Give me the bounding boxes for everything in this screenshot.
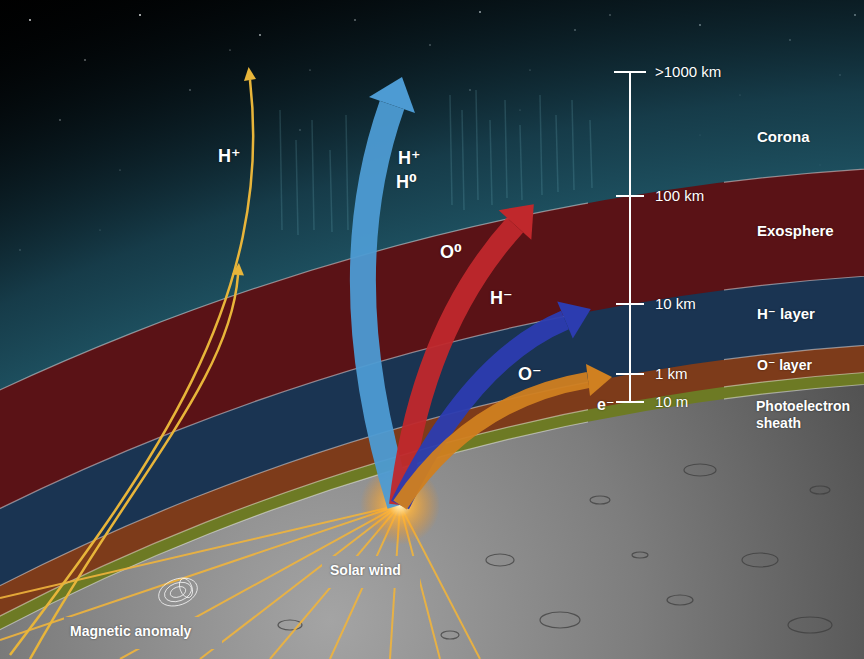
layer-label: Exosphere [757,222,834,239]
corona-streak [505,100,507,198]
crater [810,486,830,494]
corona-streak [462,110,464,210]
crater [742,553,778,567]
ion-label: O⁰ [440,242,462,263]
scale-tick [614,71,646,73]
altitude-scale-bar [614,72,646,402]
h-minus-layer-band [0,271,864,659]
field-loop [177,577,195,600]
layer-boundary [0,271,864,659]
arrow-head [499,204,534,240]
corona-streak [572,100,574,190]
negative-oxygen-arrow-shaft [400,380,588,505]
photoelectron-sheath-band [0,367,864,659]
proton-arrow-shaft [30,275,238,659]
layer-boundary [0,379,864,659]
field-loop [169,585,187,600]
scale-tick [616,401,644,403]
crater [788,617,832,633]
layer-label: Photoelectron sheath [756,398,860,432]
solar-wind-ray [0,505,400,640]
crater [540,612,580,628]
electron-label: e⁻ [597,396,614,414]
field-loop [155,573,201,611]
crater [632,552,648,558]
ion-label: H⁺ [398,148,421,169]
ion-label: H⁻ [490,288,513,309]
layer-boundary [0,164,864,659]
emission-arrows [363,77,612,505]
arrow-head [586,364,612,396]
corona-streak [330,150,332,232]
corona-streaks [280,90,592,235]
yellow-proton-arrows [10,67,256,659]
ion-label: H⁺ [218,146,241,167]
layer-label: H⁻ layer [757,305,815,322]
scale-label: 10 m [655,393,688,410]
magnetic-anomaly-symbol [155,573,201,611]
scale-axis [629,72,631,402]
corona-streak [346,115,348,230]
corona-streak [296,140,298,235]
region-label: Magnetic anomaly [70,623,191,639]
corona-streak [312,120,314,230]
moon-surface [0,379,864,659]
scale-label: 1 km [655,365,688,382]
corona-streak [540,95,542,195]
layer-label: O⁻ layer [757,357,812,373]
scale-tick [616,373,644,375]
layer-boundary [0,367,864,659]
scale-label: 10 km [655,295,696,312]
proton-arrow-shaft [10,80,253,655]
corona-streak [556,115,558,192]
corona-streak [280,110,282,230]
corona-streak [490,120,492,205]
ion-label: O⁻ [518,364,542,385]
arrow-head [232,263,244,276]
corona-streak [450,95,452,205]
scale-tick [616,303,644,305]
crater [441,631,459,639]
crater [486,554,514,566]
arrow-head [557,302,591,339]
crater [684,464,716,476]
arrow-head [244,67,256,81]
hydrogen-arrow-shaft [363,105,400,505]
crater [667,595,693,605]
exosphere-band [0,164,864,659]
ion-label: H⁰ [396,172,417,193]
region-label: Solar wind [330,562,401,578]
arrow-head [369,77,415,113]
corona-streak [520,125,522,200]
crater [590,496,610,504]
scale-tick [616,195,644,197]
corona-streak [476,90,478,200]
scale-label: >1000 km [655,63,721,80]
layer-boundaries [0,164,864,659]
corona-streak [590,120,592,188]
scale-label: 100 km [655,187,704,204]
layer-label: Corona [757,128,810,145]
field-loop [162,579,194,605]
